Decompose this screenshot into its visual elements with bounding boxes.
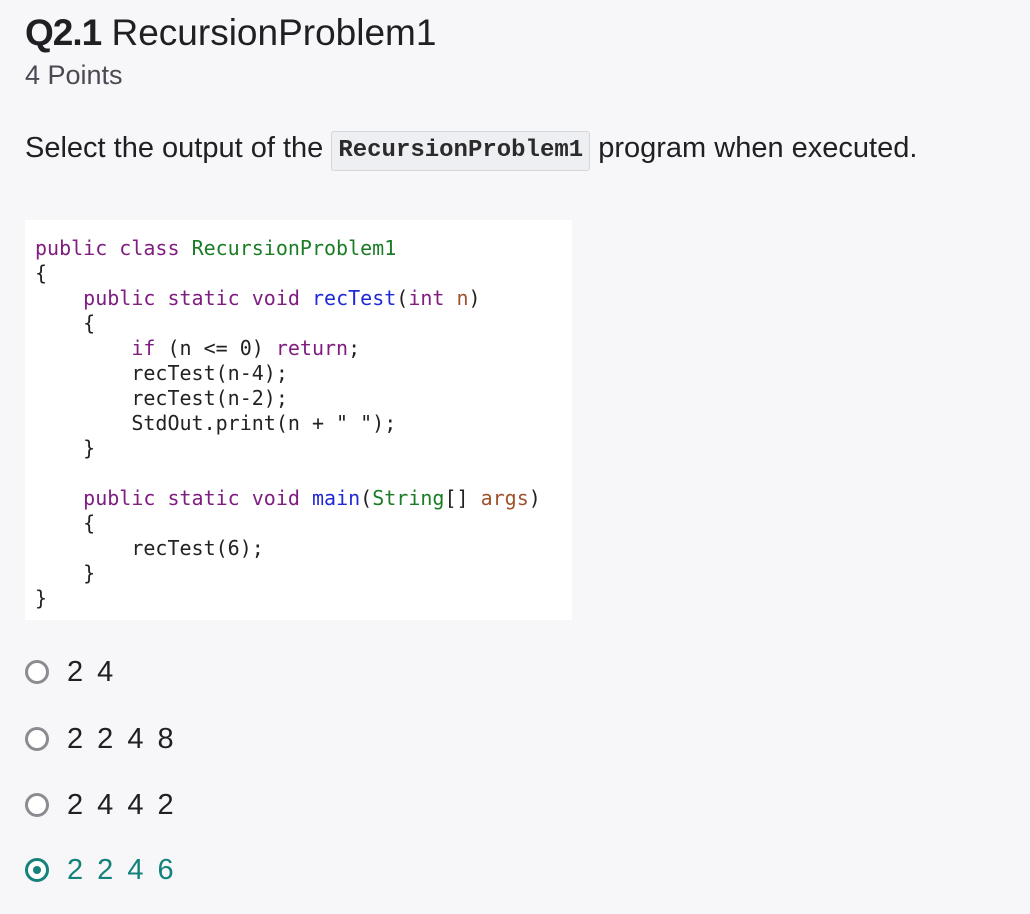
radio-button[interactable] <box>25 793 49 817</box>
question-points: 4 Points <box>25 60 123 90</box>
code-snippet-image: public class RecursionProblem1 { public … <box>25 220 572 620</box>
question-prompt: Select the output of the RecursionProble… <box>25 127 917 171</box>
prompt-text-before: Select the output of the <box>25 132 332 164</box>
choice-label: 2 2 4 6 <box>67 853 177 886</box>
choice-option-4[interactable]: 2 2 4 6 <box>25 848 177 892</box>
radio-button[interactable] <box>25 858 49 882</box>
choice-label: 2 4 4 2 <box>67 788 177 821</box>
choice-option-3[interactable]: 2 4 4 2 <box>25 783 177 827</box>
radio-button[interactable] <box>25 727 49 751</box>
choice-label: 2 4 <box>67 655 117 688</box>
choice-option-1[interactable]: 2 4 <box>25 650 116 694</box>
question-number: Q2.1 <box>25 12 102 53</box>
question-name: RecursionProblem1 <box>111 12 437 53</box>
prompt-text-after: program when executed. <box>590 132 918 164</box>
radio-button[interactable] <box>25 660 49 684</box>
choice-label: 2 2 4 8 <box>67 722 177 755</box>
question-title: Q2.1 RecursionProblem1 <box>25 10 436 56</box>
choice-option-2[interactable]: 2 2 4 8 <box>25 717 177 761</box>
code-block: public class RecursionProblem1 { public … <box>35 236 541 610</box>
prompt-code-chip: RecursionProblem1 <box>331 131 591 171</box>
